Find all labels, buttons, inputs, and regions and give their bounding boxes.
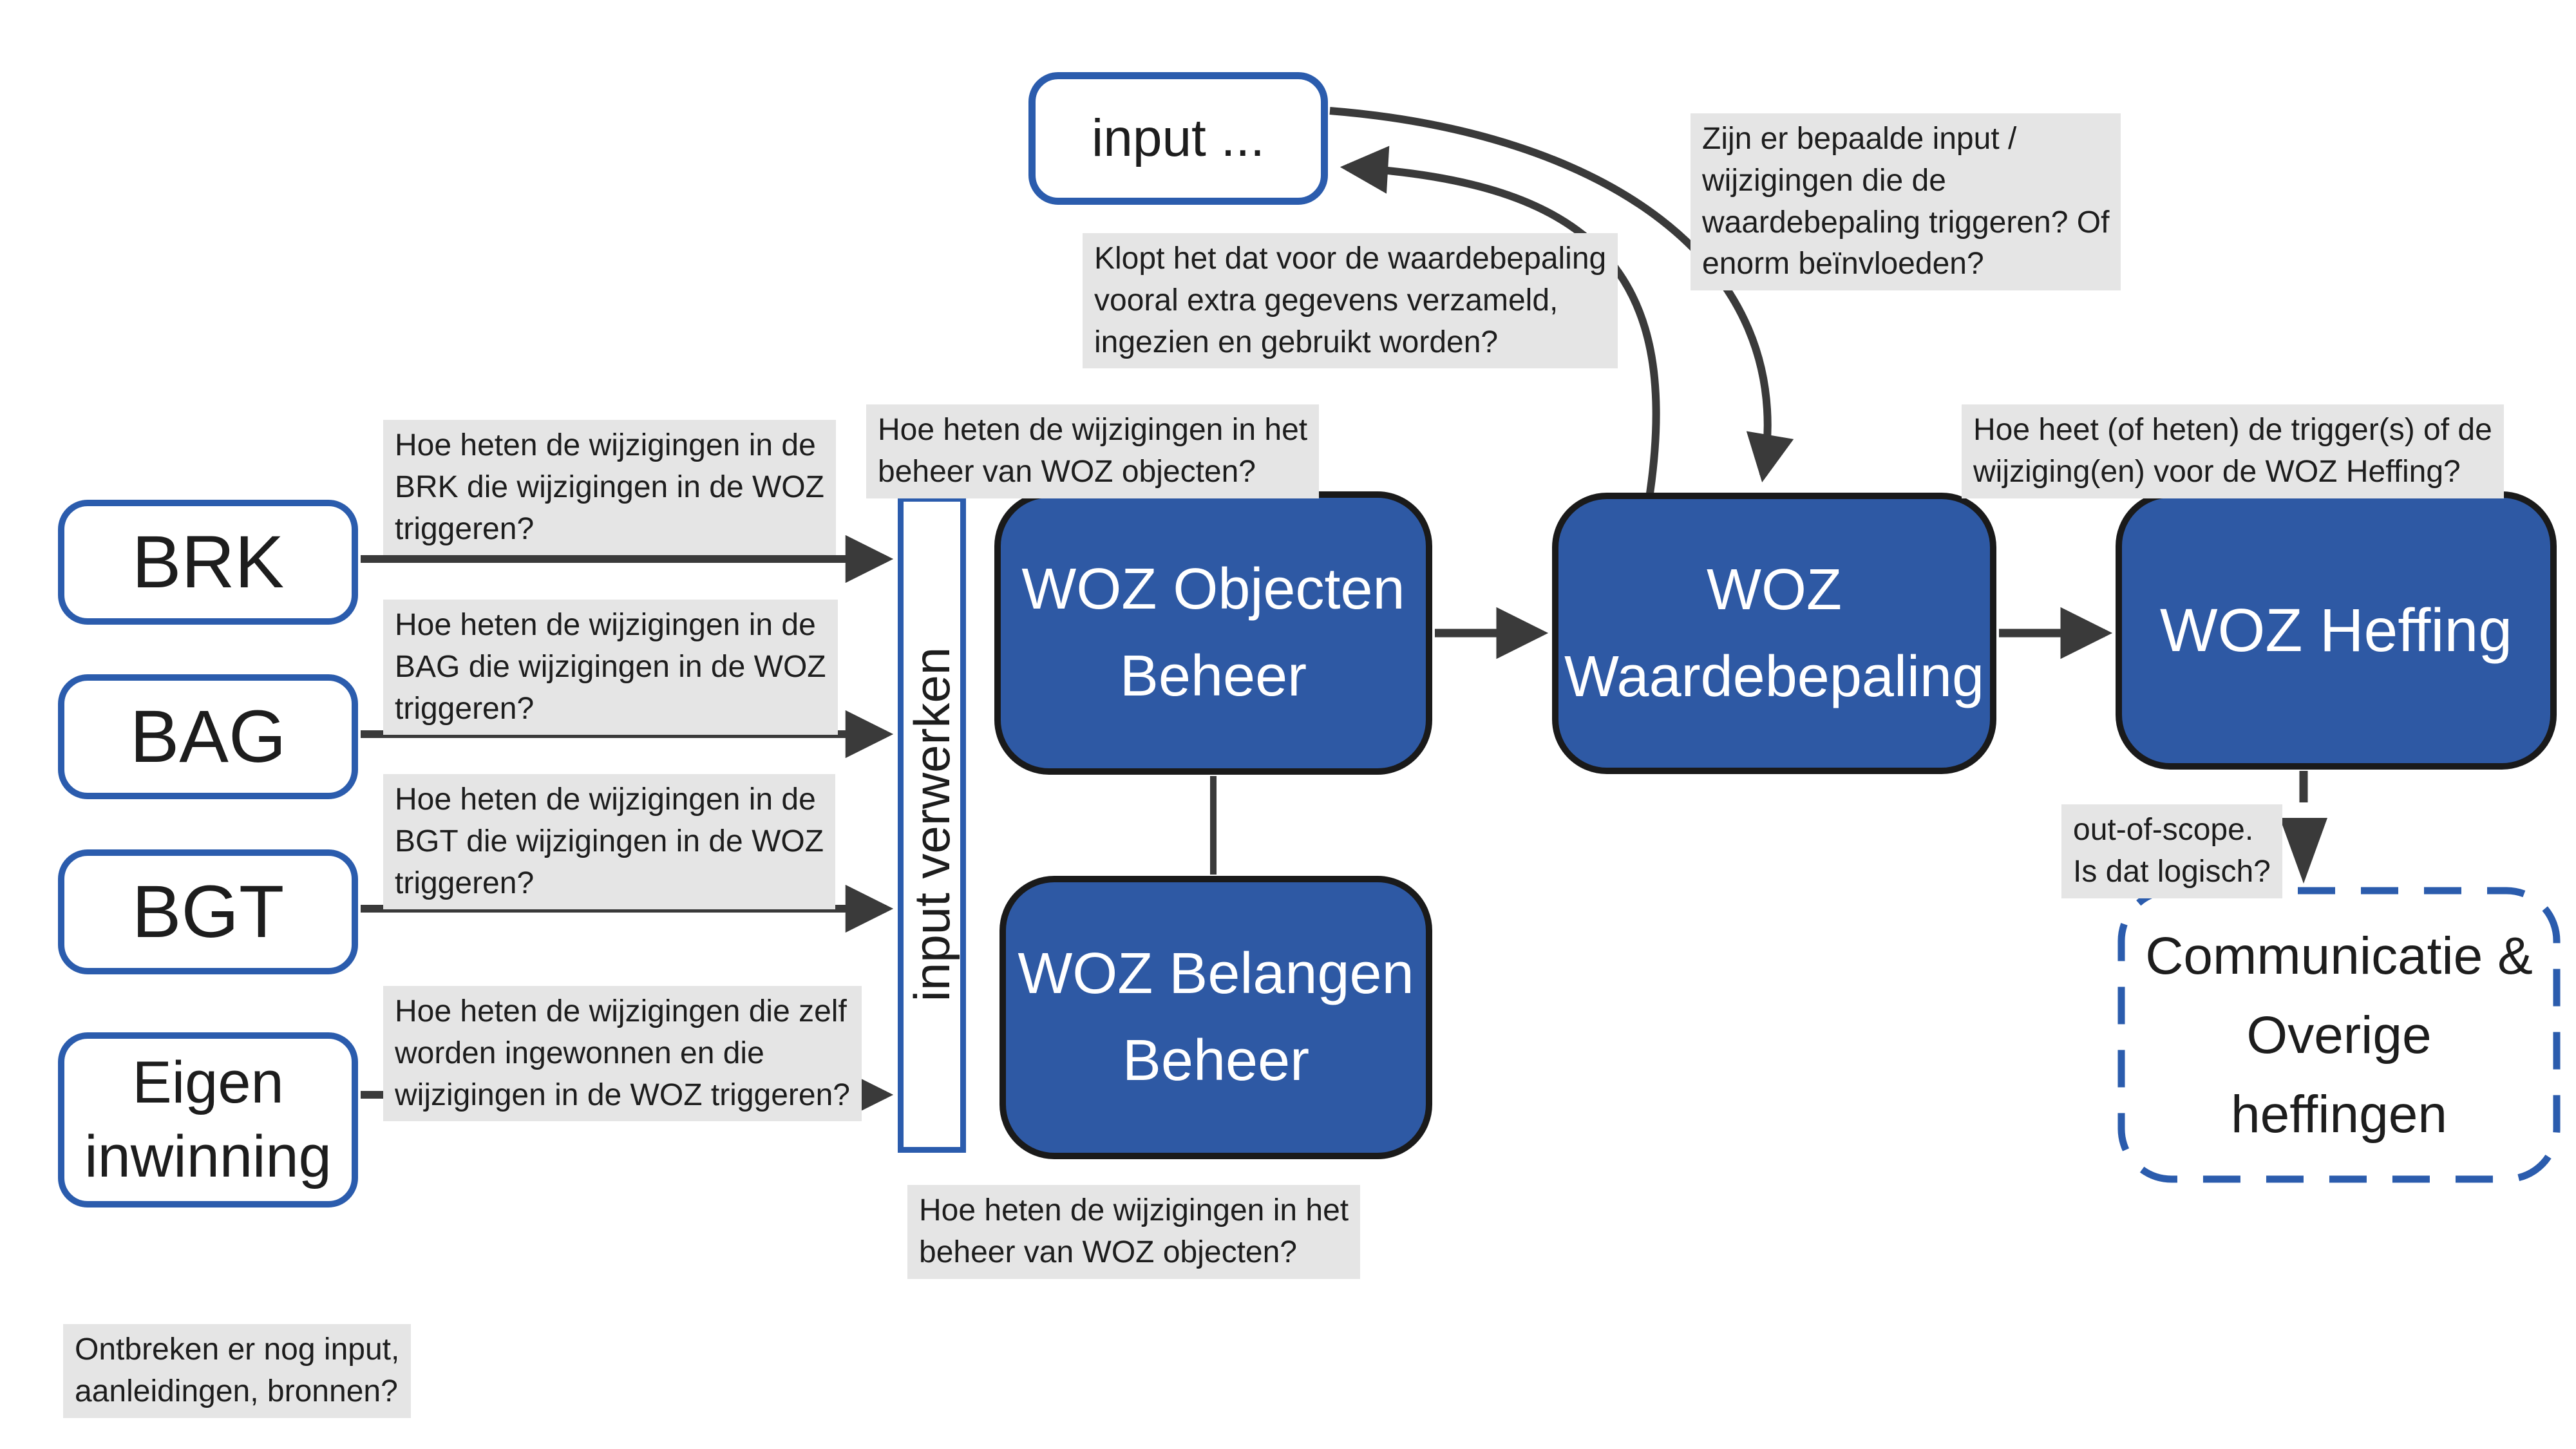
annotation-bag-question: Hoe heten de wijzigingen in de BAG die w… bbox=[383, 600, 838, 735]
node-woz-objecten-beheer-label: WOZ Objecten Beheer bbox=[1021, 557, 1405, 708]
node-woz-waardebepaling: WOZ Waardebepaling bbox=[1552, 493, 1996, 774]
annotation-klopt-het: Klopt het dat voor de waardebepaling voo… bbox=[1083, 233, 1618, 369]
node-brk-label: BRK bbox=[131, 520, 285, 603]
annotation-objecten-beheer-question: Hoe heten de wijzigingen in het beheer v… bbox=[866, 404, 1320, 498]
annotation-belangen-beheer-question: Hoe heten de wijzigingen in het beheer v… bbox=[907, 1185, 1361, 1279]
node-bag-label: BAG bbox=[129, 695, 287, 778]
node-woz-heffing-label: WOZ Heffing bbox=[2159, 596, 2513, 665]
node-woz-waardebepaling-label: WOZ Waardebepaling bbox=[1564, 557, 1985, 709]
node-eigen-inwinning: Eigen inwinning bbox=[58, 1032, 358, 1208]
annotation-ontbreken-input: Ontbreken er nog input, aanleidingen, br… bbox=[63, 1324, 412, 1418]
node-brk: BRK bbox=[58, 500, 358, 625]
annotation-bgt-question: Hoe heten de wijzigingen in de BGT die w… bbox=[383, 774, 836, 910]
annotation-waardebepaling-triggers: Zijn er bepaalde input / wijzigingen die… bbox=[1690, 113, 2121, 291]
node-woz-heffing: WOZ Heffing bbox=[2116, 491, 2557, 770]
annotation-heffing-trigger-question: Hoe heet (of heten) de trigger(s) of de … bbox=[1962, 404, 2504, 498]
node-bag: BAG bbox=[58, 674, 358, 799]
node-woz-belangen-beheer: WOZ Belangen Beheer bbox=[999, 876, 1432, 1159]
node-input: input ... bbox=[1028, 72, 1328, 205]
annotation-eigen-question: Hoe heten de wijzigingen die zelf worden… bbox=[383, 986, 862, 1122]
annotation-out-of-scope: out-of-scope. Is dat logisch? bbox=[2061, 804, 2282, 898]
node-input-verwerken bbox=[898, 496, 966, 1153]
annotation-brk-question: Hoe heten de wijzigingen in de BRK die w… bbox=[383, 420, 836, 556]
arrow-heffing-to-communicatie-head bbox=[2280, 818, 2327, 884]
node-communicatie-label: Communicatie & Overige heffingen bbox=[2145, 926, 2533, 1144]
node-woz-objecten-beheer: WOZ Objecten Beheer bbox=[994, 491, 1432, 775]
node-input-label: input ... bbox=[1092, 108, 1265, 167]
node-communicatie-overige-heffingen: Communicatie & Overige heffingen bbox=[2121, 891, 2557, 1179]
node-woz-belangen-beheer-label: WOZ Belangen Beheer bbox=[1018, 942, 1414, 1093]
node-eigen-inwinning-label: Eigen inwinning bbox=[84, 1050, 332, 1189]
node-input-verwerken-label: input verwerken bbox=[903, 647, 960, 1002]
node-bgt: BGT bbox=[58, 849, 358, 974]
node-bgt-label: BGT bbox=[131, 870, 285, 953]
